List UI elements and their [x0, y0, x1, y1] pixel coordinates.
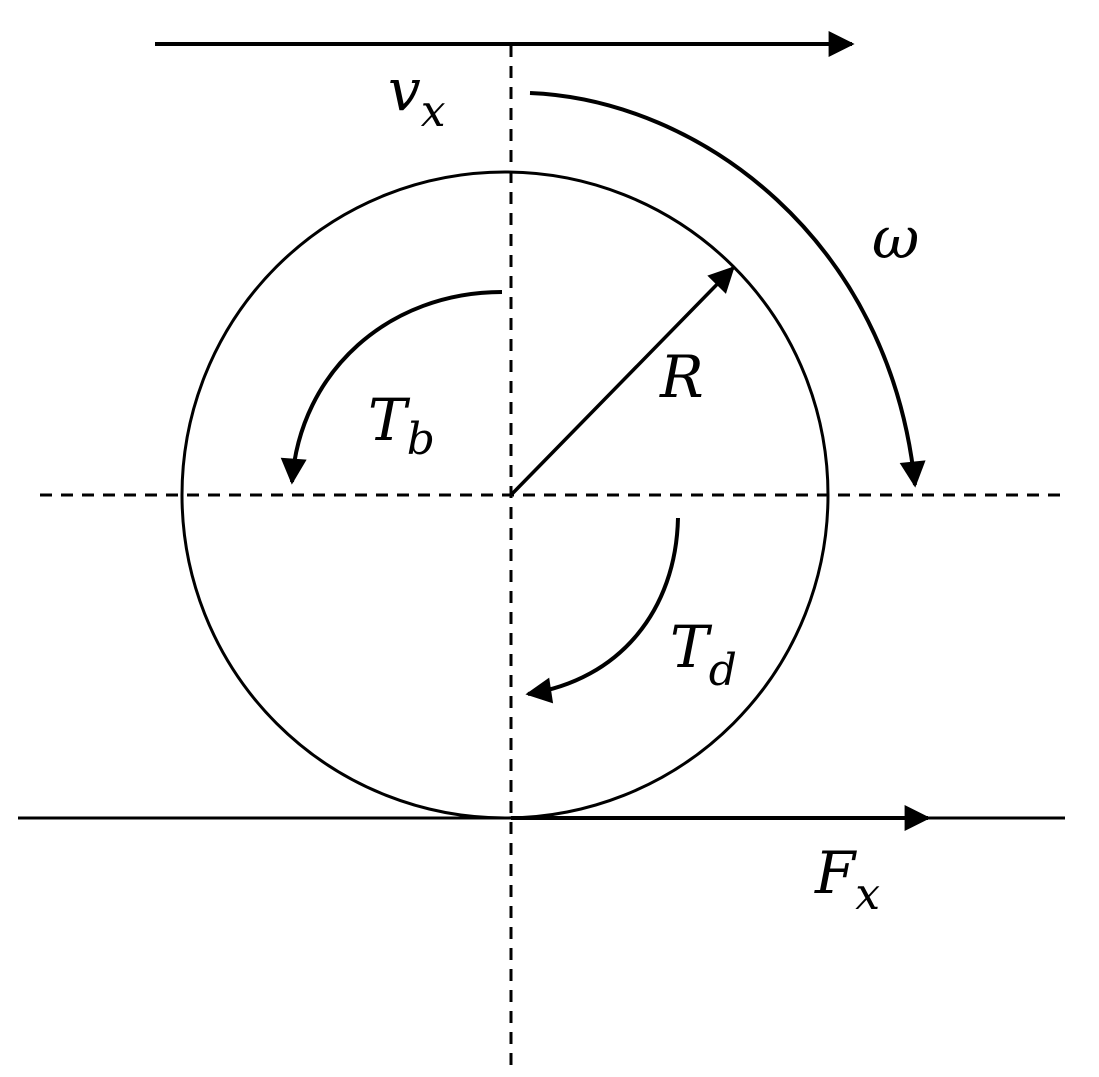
angular-velocity-label: ω [872, 204, 919, 272]
brake-torque-label: Tb [368, 386, 435, 465]
force-label-main: F [814, 839, 857, 907]
brake-torque-label-main: T [368, 386, 411, 454]
brake-torque-label-sub: b [407, 414, 435, 465]
force-label-sub: x [855, 869, 880, 920]
velocity-label-main: v [388, 56, 421, 124]
drive-torque-label: Td [670, 613, 737, 696]
force-label: Fx [814, 839, 880, 920]
radius-label: R [659, 343, 704, 411]
brake-torque-arc [280, 290, 503, 485]
velocity-label: vx [388, 56, 446, 137]
velocity-label-sub: x [421, 86, 446, 137]
drive-torque-label-sub: d [709, 645, 737, 696]
drive-torque-arc [525, 517, 680, 704]
angular-velocity-arc [529, 91, 926, 488]
drive-torque-label-main: T [670, 613, 713, 681]
radius-arrow [509, 266, 735, 497]
